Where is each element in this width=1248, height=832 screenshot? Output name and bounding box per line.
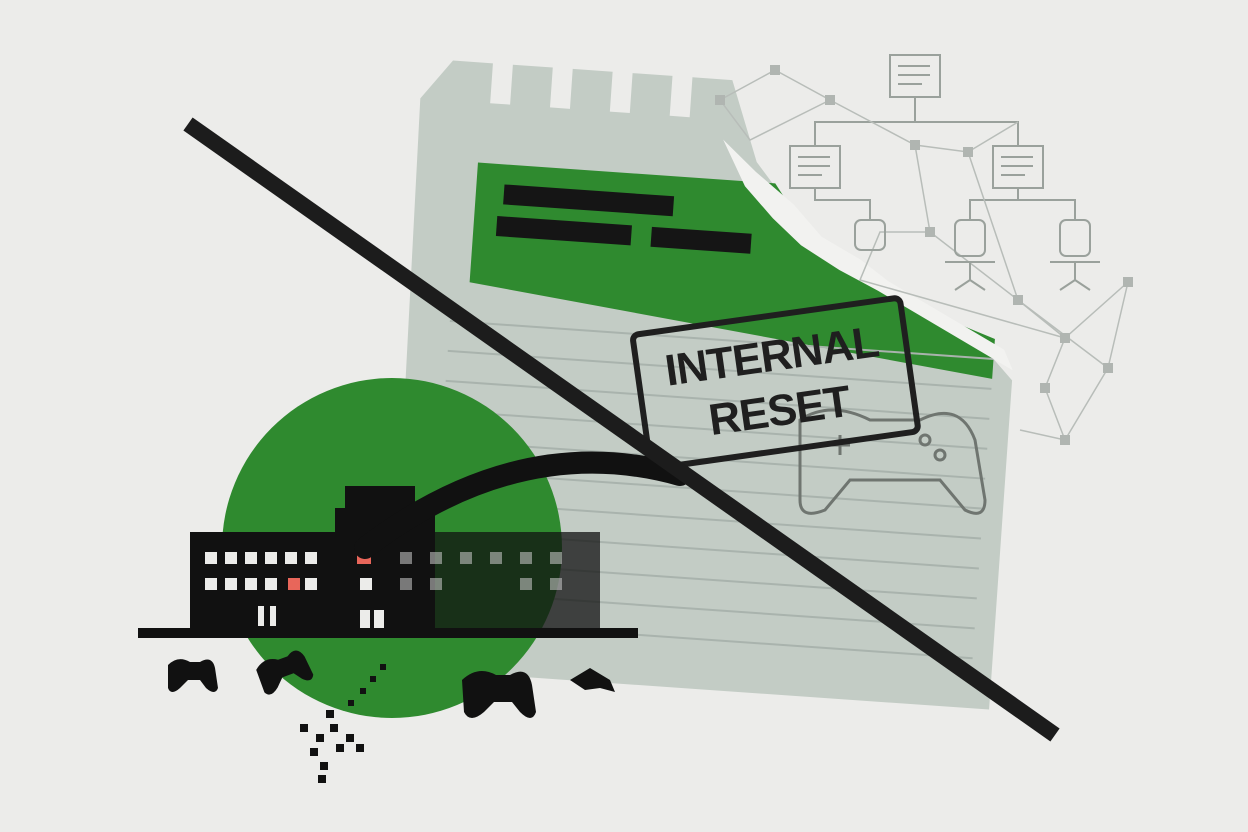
office-chair-icon	[854, 219, 886, 251]
office-chair-icon	[1050, 219, 1100, 291]
document-icon	[789, 145, 841, 189]
game-controller-icon	[462, 671, 536, 718]
game-controller-icon	[168, 659, 218, 692]
document-icon	[889, 54, 941, 98]
office-building-icon	[138, 486, 638, 638]
game-controller-icon	[256, 650, 314, 695]
red-window	[288, 578, 300, 590]
pixel-dissolve-icon	[300, 664, 386, 783]
network-nodes	[715, 65, 1133, 445]
document-header-band	[469, 162, 995, 379]
redaction-bar	[650, 226, 752, 254]
game-controller-icon	[570, 668, 615, 692]
torn-edge	[723, 139, 1013, 371]
office-chair-icon	[945, 219, 995, 291]
strike-through-line	[183, 117, 1060, 742]
controllers-group	[168, 650, 615, 718]
redaction-bar	[495, 216, 632, 246]
org-chart-diagram	[715, 54, 1133, 445]
brush-stroke	[354, 451, 691, 559]
redaction-bar	[503, 184, 675, 217]
document-icon	[992, 145, 1044, 189]
